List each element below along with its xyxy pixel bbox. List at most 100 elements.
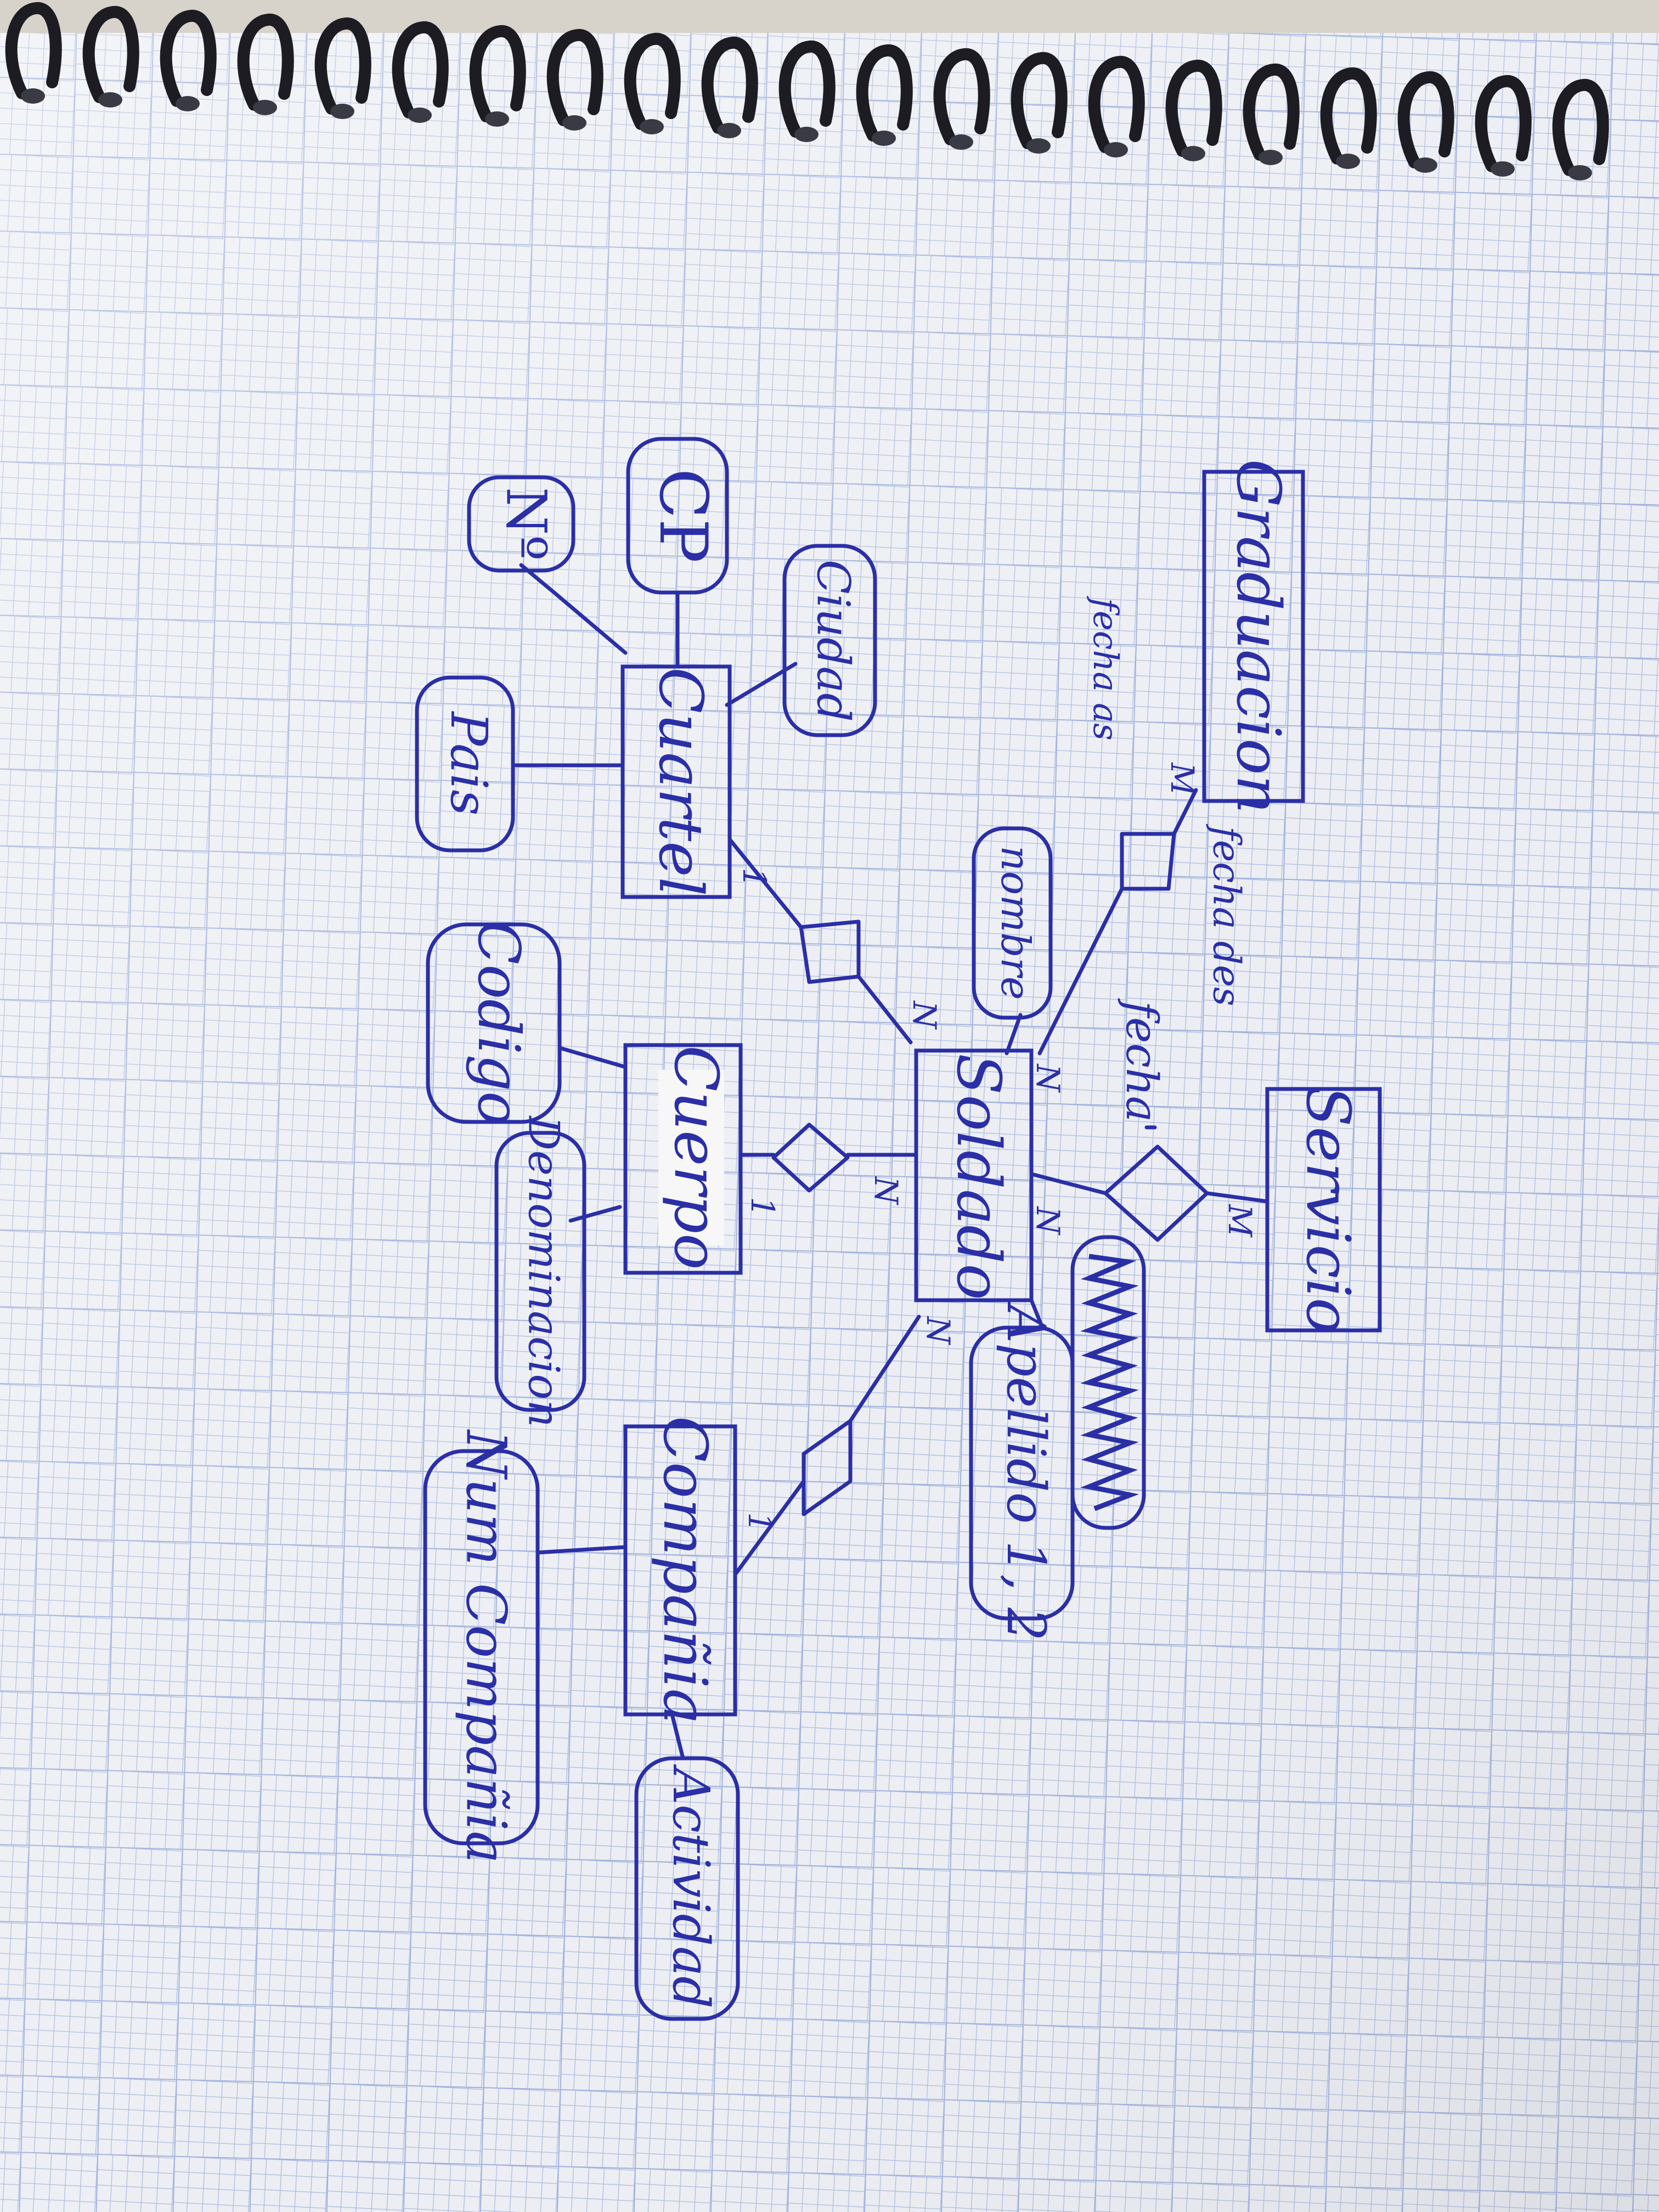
entity-soldado: Soldado bbox=[914, 1048, 1034, 1302]
annotations: fecha as fecha des fecha bbox=[1086, 596, 1248, 1122]
spiral-hole bbox=[1259, 150, 1283, 165]
cardinalities: M N 1 N 1 N N M N 1 bbox=[736, 762, 1259, 1532]
scribble bbox=[1080, 1254, 1139, 1511]
relationship-soldado-compania bbox=[802, 1419, 853, 1516]
spiral-hole bbox=[640, 119, 664, 134]
scribbled-attribute bbox=[1070, 1235, 1146, 1530]
spiral-ring bbox=[237, 13, 294, 111]
annotation-fecha-des: fecha des bbox=[1205, 823, 1248, 1006]
cardinality-soldado-graduacion-n: N bbox=[1029, 1063, 1066, 1093]
edge-cuerpo-codigo bbox=[557, 1046, 628, 1069]
attribute-label: Apellido 1, 2 bbox=[995, 1301, 1057, 1641]
spiral-hole bbox=[562, 115, 586, 131]
spiral-hole bbox=[1104, 142, 1128, 157]
edge-rel-compania bbox=[733, 1479, 806, 1577]
cardinality-soldado-servicio-n: N bbox=[1029, 1206, 1066, 1236]
spiral-ring bbox=[1088, 55, 1145, 153]
attribute-label: nombre bbox=[992, 845, 1039, 1000]
cardinality-cuartel-1: 1 bbox=[736, 868, 773, 888]
spiral-hole bbox=[485, 111, 509, 127]
edge-rel-servicio bbox=[1205, 1191, 1269, 1204]
entity-graduacion: Graduacion bbox=[1202, 459, 1305, 814]
spiral-ring bbox=[856, 44, 913, 142]
entity-label: Soldado bbox=[944, 1053, 1014, 1300]
attribute-label: Ciudad bbox=[807, 560, 859, 722]
spiral-ring bbox=[933, 48, 990, 145]
cardinality-soldado-cuerpo-n: N bbox=[867, 1176, 905, 1206]
attribute-label: CP bbox=[645, 469, 721, 563]
attribute-denominacion: Denominacion bbox=[494, 1115, 586, 1427]
spiral-hole bbox=[21, 88, 45, 104]
spiral-hole bbox=[1181, 146, 1205, 161]
attribute-numero: Nº bbox=[467, 475, 575, 573]
spiral-ring bbox=[1243, 63, 1300, 161]
edge-graduacion-rel bbox=[1172, 788, 1198, 836]
attribute-num-compania: Num Compañia bbox=[423, 1429, 540, 1864]
correction-patch bbox=[658, 1070, 724, 1245]
attribute-cp: CP bbox=[626, 437, 729, 595]
spiral-ring bbox=[624, 32, 681, 130]
attribute-label: Num Compañia bbox=[454, 1429, 518, 1864]
spiral-ring bbox=[392, 21, 449, 119]
spiral-hole bbox=[1491, 161, 1515, 177]
edge-cuerpo-denominacion bbox=[568, 1205, 622, 1223]
edge-compania-actividad bbox=[670, 1712, 685, 1760]
spiral-hole bbox=[1413, 157, 1437, 173]
relationship-soldado-cuartel bbox=[799, 919, 861, 984]
edge-compania-numcompania bbox=[535, 1545, 628, 1555]
cardinality-servicio-m: M bbox=[1221, 1204, 1259, 1238]
spiral-hole bbox=[949, 134, 973, 150]
attribute-label: Codigo bbox=[465, 921, 532, 1126]
entity-label: Compañia bbox=[650, 1416, 720, 1724]
relationship-soldado-servicio bbox=[1103, 1144, 1209, 1242]
entity-label: Servicio bbox=[1293, 1085, 1363, 1334]
spiral-hole bbox=[1026, 138, 1051, 154]
spiral-hole bbox=[1336, 154, 1360, 169]
spiral-ring bbox=[160, 9, 217, 107]
entity-label: Graduacion bbox=[1223, 459, 1294, 814]
entity-servicio: Servicio bbox=[1265, 1085, 1382, 1334]
spiral-ring bbox=[82, 5, 139, 103]
edge-rel-soldado-cuartel bbox=[856, 974, 913, 1045]
spiral-ring bbox=[314, 17, 371, 115]
cardinality-compania-1: 1 bbox=[741, 1513, 778, 1533]
relationship-soldado-graduacion bbox=[1120, 832, 1176, 891]
attribute-label: Actividad bbox=[662, 1764, 720, 2008]
attribute-pais: Pais bbox=[415, 675, 515, 853]
spiral-hole bbox=[98, 92, 122, 108]
entity-cuartel: Cuartel bbox=[620, 664, 732, 899]
edge-cuartel-rel bbox=[727, 837, 803, 929]
spiral-binding bbox=[5, 2, 1609, 180]
attribute-label: Nº bbox=[494, 487, 558, 561]
annotation-fecha: fecha bbox=[1116, 998, 1167, 1122]
attribute-actividad: Actividad bbox=[634, 1756, 740, 2021]
relationship-soldado-cuerpo bbox=[771, 1122, 850, 1193]
attributes: Nº CP Ciudad Pais nombre Codigo Denomina… bbox=[415, 437, 1146, 2021]
spiral-ring bbox=[469, 25, 526, 122]
paper-shading bbox=[0, 33, 1659, 2212]
spiral-hole bbox=[330, 104, 354, 119]
spiral-hole bbox=[794, 127, 819, 142]
attribute-label: Pais bbox=[439, 710, 498, 815]
relationships bbox=[771, 832, 1209, 1516]
entity-label: Cuartel bbox=[646, 667, 716, 896]
spiral-hole bbox=[176, 96, 200, 111]
entity-compania: Compañia bbox=[623, 1416, 737, 1724]
spiral-ring bbox=[546, 29, 603, 126]
annotation-fecha-as: fecha as bbox=[1086, 596, 1126, 741]
edge-rel-soldado-graduacion bbox=[1037, 887, 1124, 1056]
cardinality-graduacion-m: M bbox=[1164, 762, 1201, 796]
edge-soldado-rel-servicio bbox=[1029, 1172, 1108, 1195]
spiral-ring bbox=[1397, 71, 1454, 168]
spiral-hole bbox=[1568, 165, 1592, 180]
entity-label: Cuerpo bbox=[661, 1045, 731, 1269]
edge-soldado-nombre bbox=[1005, 1013, 1023, 1056]
cardinality-soldado-cuartel-n: N bbox=[906, 1000, 943, 1030]
cardinality-cuerpo-1: 1 bbox=[744, 1197, 781, 1217]
spiral-ring bbox=[1552, 78, 1609, 176]
spiral-hole bbox=[717, 123, 741, 138]
edges bbox=[511, 563, 1269, 1760]
edge-soldado-rel-compania bbox=[848, 1314, 921, 1423]
entities: Graduacion Cuartel Cuerpo Soldado Compañ… bbox=[620, 459, 1382, 1724]
